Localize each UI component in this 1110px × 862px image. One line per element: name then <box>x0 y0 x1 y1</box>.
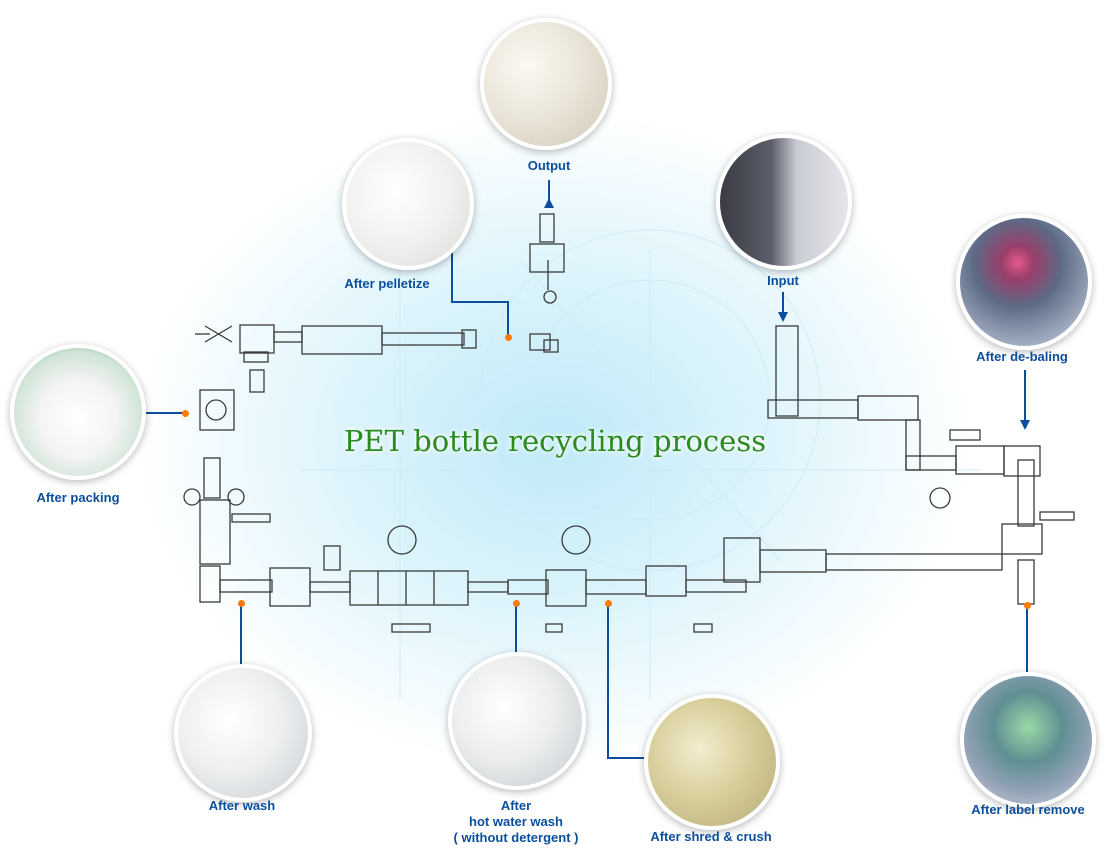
pet-flakes-photo <box>644 694 780 830</box>
pellets-photo <box>480 18 612 150</box>
label-line: hot water wash <box>469 814 563 829</box>
label-output: Output <box>527 158 571 173</box>
marker-label-remove <box>1024 602 1031 609</box>
pet-bale-photo <box>956 214 1092 350</box>
label-after-shred-crush: After shred & crush <box>650 829 772 844</box>
pet-bale-photo <box>716 134 852 270</box>
big-bag-photo <box>10 344 146 480</box>
label-input: Input <box>767 273 799 288</box>
label-after-label-remove: After label remove <box>971 802 1085 817</box>
label-line: After <box>500 798 532 813</box>
pet-flakes-photo <box>448 652 586 790</box>
marker-wash <box>238 600 245 607</box>
label-after-pelletize: After pelletize <box>344 276 430 291</box>
diagram-title: PET bottle recycling process <box>343 424 767 458</box>
marker-pelletize <box>505 334 512 341</box>
pet-flakes-photo <box>174 664 312 802</box>
pet-bale-photo <box>960 672 1096 808</box>
label-after-de-baling: After de-baling <box>976 349 1068 364</box>
label-after-packing: After packing <box>36 490 120 505</box>
marker-hotwash <box>513 600 520 607</box>
marker-shred <box>605 600 612 607</box>
label-after-wash: After wash <box>208 798 276 813</box>
label-line: ( without detergent ) <box>453 830 579 845</box>
pellets-photo <box>342 138 474 270</box>
label-after-hot-water-wash: After hot water wash ( without detergent… <box>436 798 596 846</box>
marker-packing <box>182 410 189 417</box>
